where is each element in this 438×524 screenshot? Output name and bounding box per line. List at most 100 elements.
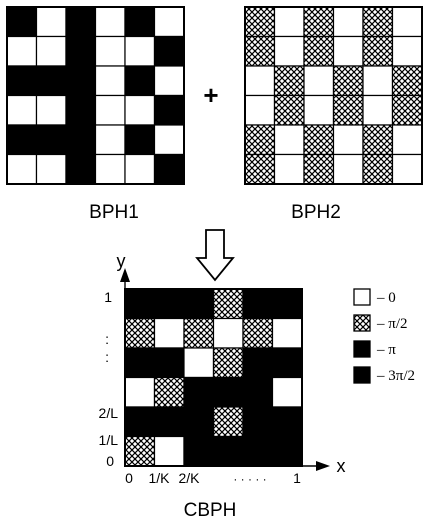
bph1-cell [124,153,156,185]
cbph-cell [124,347,156,379]
cbph-cell [124,288,156,320]
cbph-cell [153,288,185,320]
bph1-cell [94,6,126,38]
bph1-cell [94,94,126,126]
cbph-cell [183,376,215,408]
bph2-cell [362,124,394,156]
bph1-cell [35,6,67,38]
cbph-cell [124,317,156,349]
bph1-cell [94,124,126,156]
bph2-cell [332,124,364,156]
bph1-cell [35,35,67,67]
bph2-cell [303,6,335,38]
cbph-cell [212,288,244,320]
x-tick-1: 1 [293,470,301,486]
bph2-cell [391,35,423,67]
bph1-cell [124,35,156,67]
y-tick-dots: : [105,331,109,347]
cbph-cell [212,406,244,438]
legend-label-3: – 3π/2 [376,368,415,384]
x-axis-arrow-icon [316,461,330,471]
y-tick-1: 1 [104,289,112,305]
bph1-grid [6,6,185,185]
bph1-cell [124,65,156,97]
bph1-cell [6,153,38,185]
cbph-cell [124,406,156,438]
cbph-cell [153,317,185,349]
bph2-cell [273,6,305,38]
cbph-cell [242,376,274,408]
cbph-cell [183,435,215,467]
bph2-cell [244,35,276,67]
cbph-cell [212,376,244,408]
caption-cbph: CBPH [184,500,237,521]
legend-item-2: – π [353,340,396,358]
bph2-cell [303,65,335,97]
cbph-cell [153,376,185,408]
cbph-cell [242,347,274,379]
bph1-cell [153,124,185,156]
bph1-cell [65,94,97,126]
bph1-cell [124,6,156,38]
cbph-cell [212,347,244,379]
bph1-cell [153,65,185,97]
bph2-cell [273,124,305,156]
bph2-cell [362,65,394,97]
cbph-cell [271,406,303,438]
bph1-cell [153,35,185,67]
cbph-cell [124,376,156,408]
cbph-cell [153,406,185,438]
bph2-cell [362,35,394,67]
bph1-cell [35,124,67,156]
bph1-cell [65,6,97,38]
bph1-cell [6,94,38,126]
cbph-cell [271,376,303,408]
cbph-cell [212,435,244,467]
cbph-cell [271,288,303,320]
cbph-cell [242,317,274,349]
bph1-cell [153,153,185,185]
bph1-cell [65,65,97,97]
bph1-cell [65,153,97,185]
bph2-cell [244,65,276,97]
cbph-grid [124,288,303,467]
legend: – 0 – π/2 – π – 3π/2 [353,288,415,384]
cbph-cell [153,435,185,467]
legend-label-2: – π [376,342,396,358]
bph2-cell [303,124,335,156]
bph2-cell [244,94,276,126]
y-tick-1-over-l: 1/L [99,432,119,448]
bph1-cell [124,124,156,156]
cbph-cell [271,317,303,349]
y-tick-dots-2: : [105,349,109,365]
legend-item-3: – 3π/2 [353,366,415,384]
bph2-cell [391,65,423,97]
y-tick-0: 0 [106,453,114,469]
y-axis [120,268,130,466]
bph2-cell [273,153,305,185]
x-tick-dots: · · · · · [233,472,266,486]
bph2-cell [273,65,305,97]
bph1-cell [35,65,67,97]
bph2-cell [244,124,276,156]
plus-sign: + [203,80,218,110]
cbph-cell [183,288,215,320]
bph2-cell [391,124,423,156]
bph2-cell [332,153,364,185]
bph2-cell [362,153,394,185]
bph1-cell [153,6,185,38]
bph2-cell [362,6,394,38]
cbph-cell [242,288,274,320]
x-tick-0: 0 [125,470,133,486]
bph1-cell [94,35,126,67]
cbph-cell [271,347,303,379]
bph1-cell [94,153,126,185]
y-axis-label: y [117,251,126,271]
legend-item-1: – π/2 [353,314,408,332]
bph2-cell [332,35,364,67]
down-arrow-icon [195,229,235,282]
bph2-cell [273,35,305,67]
bph1-cell [153,94,185,126]
bph2-cell [332,94,364,126]
bph2-cell [391,153,423,185]
